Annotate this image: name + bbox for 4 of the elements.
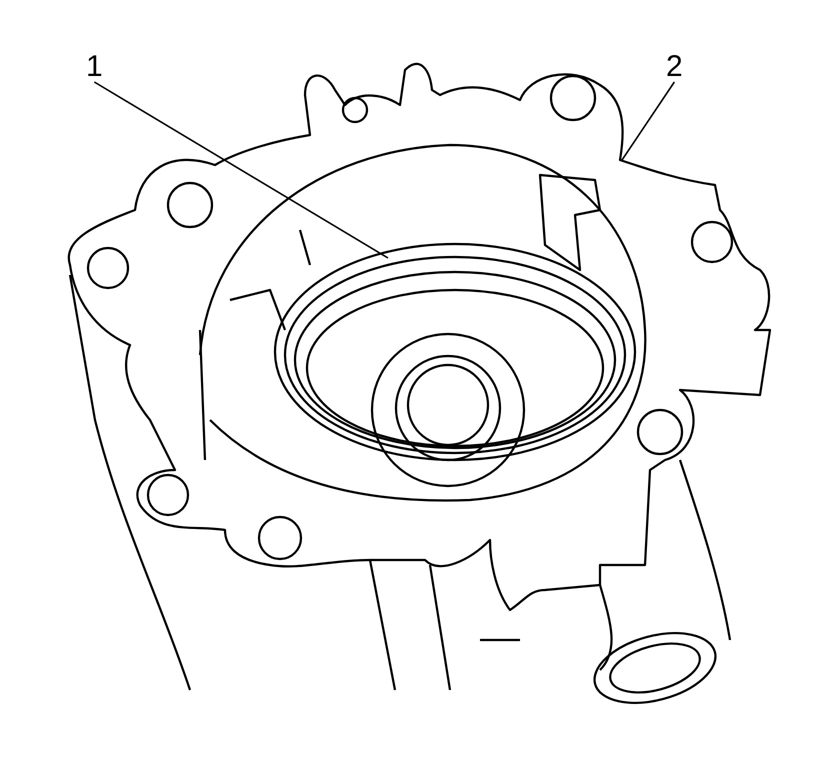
leader-line (621, 82, 675, 160)
callout-number: 1 (84, 52, 105, 82)
leader-line (94, 81, 388, 259)
callout-number: 2 (664, 52, 685, 82)
